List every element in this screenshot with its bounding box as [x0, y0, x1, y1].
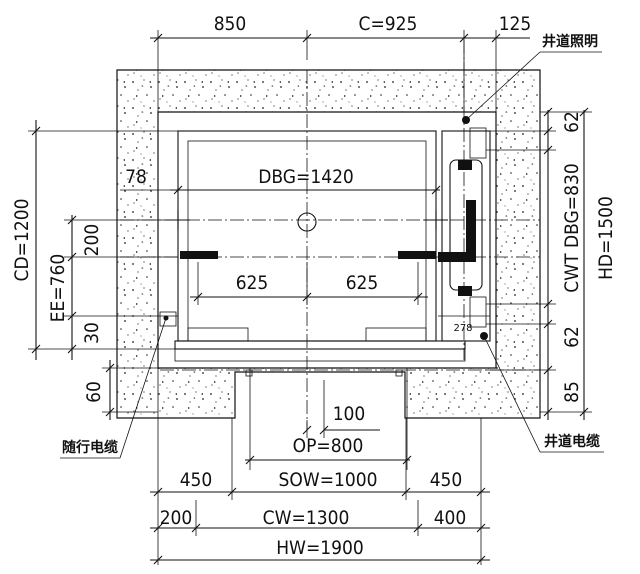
bottom-dimensions: [150, 368, 490, 565]
left-dimensions: [28, 120, 178, 420]
sow-label: SOW=1000: [278, 469, 377, 491]
dim-right-85: 85: [561, 381, 583, 403]
dim-850: 850: [214, 13, 247, 35]
rail-625-left: 625: [236, 272, 269, 294]
rail-dimensions: [190, 262, 428, 305]
cw-label: CW=1300: [263, 507, 350, 529]
dim-450-right: 450: [430, 469, 463, 491]
cd-label: CD=1200: [11, 199, 33, 282]
dim-c: C=925: [359, 13, 418, 35]
dim-78: 78: [125, 166, 147, 188]
right-dimensions: [486, 107, 592, 420]
dim-right-62-top: 62: [561, 111, 583, 133]
hw-label: HW=1900: [276, 537, 364, 559]
shaft-walls: [116, 69, 541, 419]
ee-label: EE=760: [47, 254, 69, 323]
dim-100: 100: [333, 403, 366, 425]
cwt-dbg-label: CWT DBG=830: [561, 163, 583, 292]
top-dimensions: [150, 30, 530, 112]
counterweight: [438, 127, 491, 342]
dim-left-60: 60: [83, 381, 105, 403]
dim-left-30: 30: [81, 322, 103, 344]
dim-125: 125: [499, 13, 532, 35]
dim-left-200: 200: [81, 224, 103, 257]
shaft-cable-leader: [480, 332, 604, 453]
shaft-light-leader: [462, 51, 602, 124]
trailing-cable-leader: [60, 311, 177, 459]
trailing-cable-label: 随行电缆: [62, 439, 118, 456]
dim-450-left: 450: [180, 469, 213, 491]
dim-200-bottom: 200: [160, 507, 193, 529]
hd-label: HD=1500: [595, 196, 617, 280]
op-label: OP=800: [293, 435, 364, 457]
shaft-cable-label: 井道电缆: [544, 433, 600, 450]
dbg-label: DBG=1420: [258, 166, 354, 188]
dim-right-62-bottom: 62: [561, 326, 583, 348]
dim-278: 278: [453, 323, 472, 334]
shaft-light-label: 井道照明: [542, 33, 598, 50]
rail-625-right: 625: [346, 272, 379, 294]
car-guide-rails: [180, 251, 436, 259]
dim-400-bottom: 400: [434, 507, 467, 529]
